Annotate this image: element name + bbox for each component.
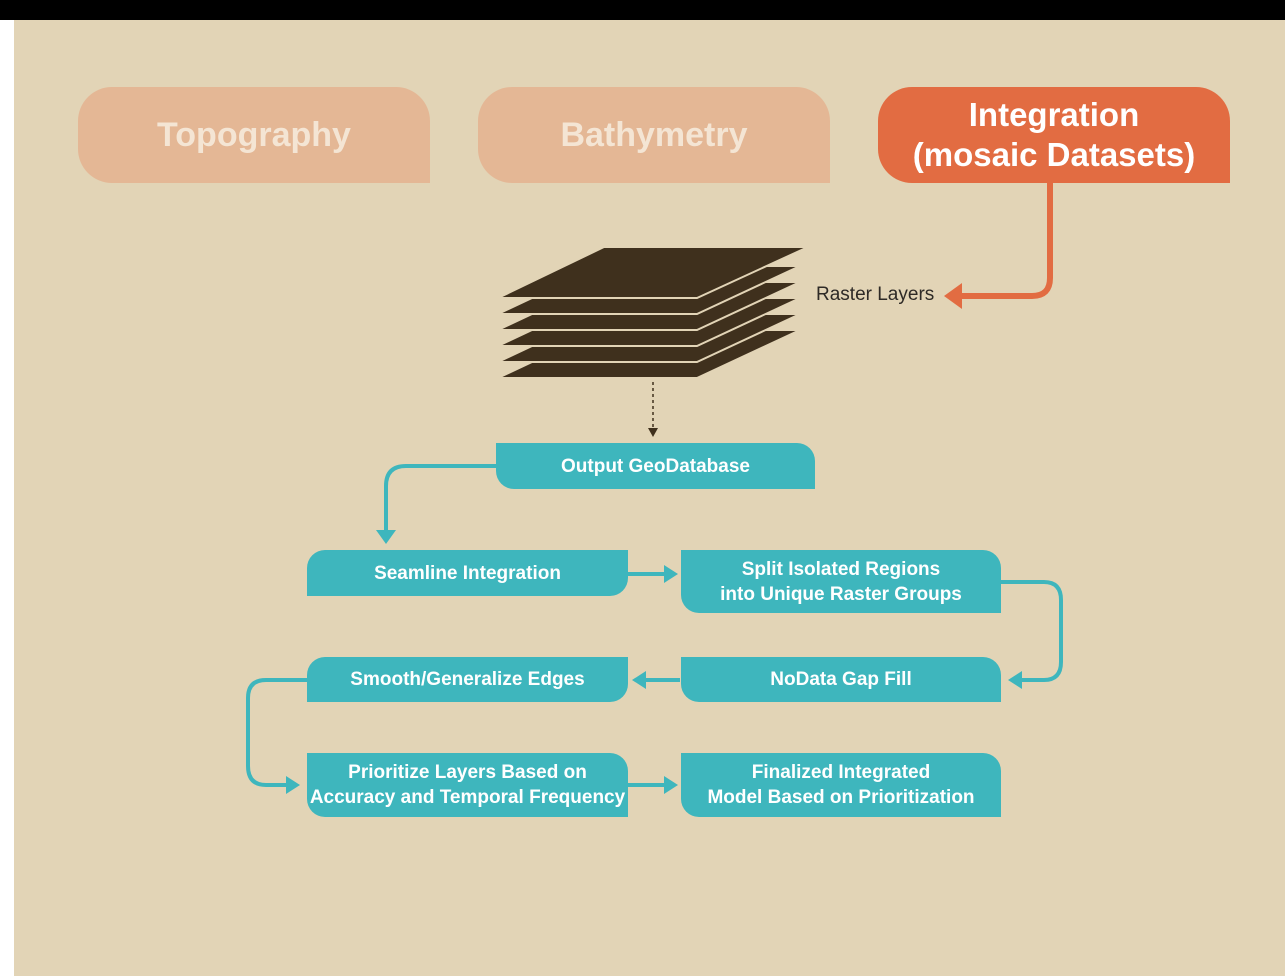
tab-bathymetry[interactable]: Bathymetry	[478, 87, 830, 183]
stack-to-output-arrowhead	[648, 428, 658, 437]
split-label-line1: Split Isolated Regions	[741, 558, 941, 580]
prioritize-to-finalized-arrowhead	[664, 776, 678, 794]
integration-connector	[958, 183, 1053, 299]
tab-bathymetry-label: Bathymetry	[560, 115, 748, 154]
tab-topography[interactable]: Topography	[78, 87, 430, 183]
seamline-integration-label: Seamline Integration	[374, 562, 561, 584]
smooth-generalize-edges-box[interactable]: Smooth/Generalize Edges	[307, 657, 628, 702]
tab-integration[interactable]: Integration (mosaic Datasets)	[878, 87, 1230, 183]
prioritize-label-line1: Prioritize Layers Based on	[348, 762, 587, 783]
raster-layers-stack-icon	[497, 246, 809, 379]
finalized-label-line2: Model Based on Prioritization	[707, 787, 975, 808]
nodata-to-smooth-arrowhead	[632, 671, 646, 689]
output-geodatabase-label: Output GeoDatabase	[561, 455, 750, 477]
raster-layers-label: Raster Layers	[816, 284, 935, 305]
seamline-integration-box[interactable]: Seamline Integration	[307, 550, 628, 596]
nodata-gap-fill-label: NoData Gap Fill	[770, 669, 912, 690]
prioritize-label-line2: Accuracy and Temporal Frequency	[309, 787, 626, 808]
tab-integration-label-line1: Integration	[968, 96, 1140, 133]
prioritize-layers-box[interactable]: Prioritize Layers Based on Accuracy and …	[307, 753, 628, 817]
nodata-gap-fill-box[interactable]: NoData Gap Fill	[681, 657, 1001, 702]
smooth-to-prioritize-arrowhead	[286, 776, 300, 794]
output-to-seamline-arrowhead	[376, 530, 396, 544]
smooth-generalize-label: Smooth/Generalize Edges	[350, 669, 585, 690]
finalized-model-box[interactable]: Finalized Integrated Model Based on Prio…	[681, 753, 1001, 817]
finalized-label-line1: Finalized Integrated	[751, 762, 931, 783]
tab-integration-label-line2: (mosaic Datasets)	[912, 136, 1196, 173]
top-border-bar	[0, 0, 1285, 20]
split-to-nodata-arrowhead	[1008, 671, 1022, 689]
split-isolated-regions-box[interactable]: Split Isolated Regions into Unique Raste…	[681, 550, 1001, 613]
split-label-line2: into Unique Raster Groups	[720, 583, 962, 605]
tab-topography-label: Topography	[157, 115, 351, 154]
raster-arrowhead	[944, 283, 962, 309]
seamline-to-split-arrowhead	[664, 565, 678, 583]
output-geodatabase-box[interactable]: Output GeoDatabase	[496, 443, 815, 489]
